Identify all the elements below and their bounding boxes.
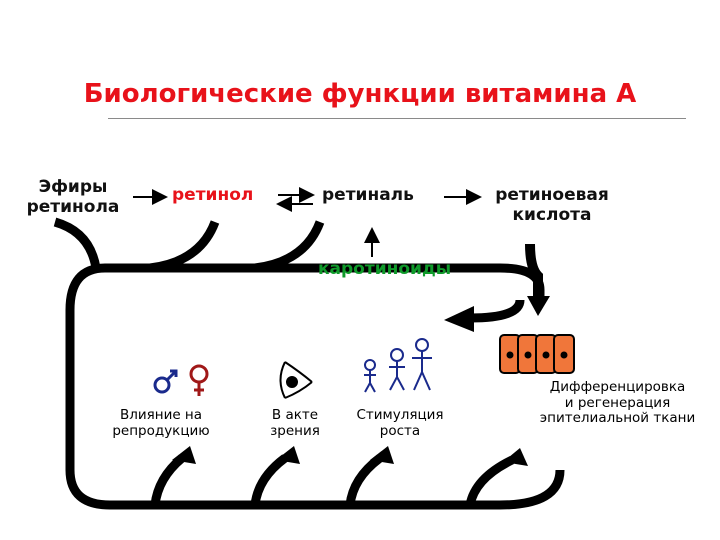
up-arrow-reproduction [150,454,185,506]
up-arrowhead-differentiation [503,448,528,466]
up-arrow-differentiation [465,455,515,507]
function-vision-line-1: В акте [271,407,319,423]
function-reproduction-line-1: Влияние на [119,407,203,423]
loop-to-growth-arrowhead [444,306,474,332]
node-retinol-esters-line-2: ретинола [26,196,120,217]
node-retinoic-acid: ретиноевая кислота [482,185,622,225]
node-retinol: ретинол [172,185,254,205]
up-arrow-vision [250,454,288,506]
function-differentiation-line-2: и регенерация [564,394,671,411]
retinal-to-loop [254,220,325,273]
up-arrowhead-reproduction [172,446,196,464]
retinol-to-loop [149,220,220,273]
loop-to-growth-arrow [469,299,525,323]
function-reproduction: Влияние на репродукцию [96,407,226,439]
node-retinol-esters-line-1: Эфиры [38,177,108,197]
node-retinol-esters: Эфиры ретинола [18,177,128,217]
page-title: Биологические функции витамина А [83,79,637,109]
epithelial-cells-icon [499,334,575,374]
esters-to-loop [53,217,101,269]
function-differentiation-line-1: Дифференцировка [549,379,686,395]
node-retinal: ретиналь [322,185,414,205]
function-differentiation: Дифференцировка и регенерация эпителиаль… [525,379,710,427]
node-retinoic-acid-line-1: ретиноевая [495,185,609,205]
up-arrowhead-vision [276,446,300,464]
female-symbol-icon [189,364,209,396]
retinoic-acid-down-arrow [525,243,543,300]
up-arrowhead-growth [370,446,394,464]
title-divider [108,118,686,119]
node-carotenoids: каротиноиды [318,259,452,279]
function-growth: Стимуляция роста [345,407,455,439]
male-symbol-icon [153,369,178,394]
function-growth-line-2: роста [379,422,421,439]
function-differentiation-line-3: эпителиальной ткани [539,410,696,427]
function-growth-line-1: Стимуляция [356,407,444,423]
main-flow-loop-left [65,263,565,510]
retinoic-acid-arrowhead [527,296,550,316]
function-vision-line-2: зрения [270,422,320,439]
function-reproduction-line-2: репродукцию [112,422,210,439]
function-vision: В акте зрения [250,407,340,439]
eye-icon [279,361,313,399]
node-retinoic-acid-line-2: кислота [512,204,592,225]
up-arrow-growth [345,454,383,506]
stick-figures-icon [364,338,432,393]
